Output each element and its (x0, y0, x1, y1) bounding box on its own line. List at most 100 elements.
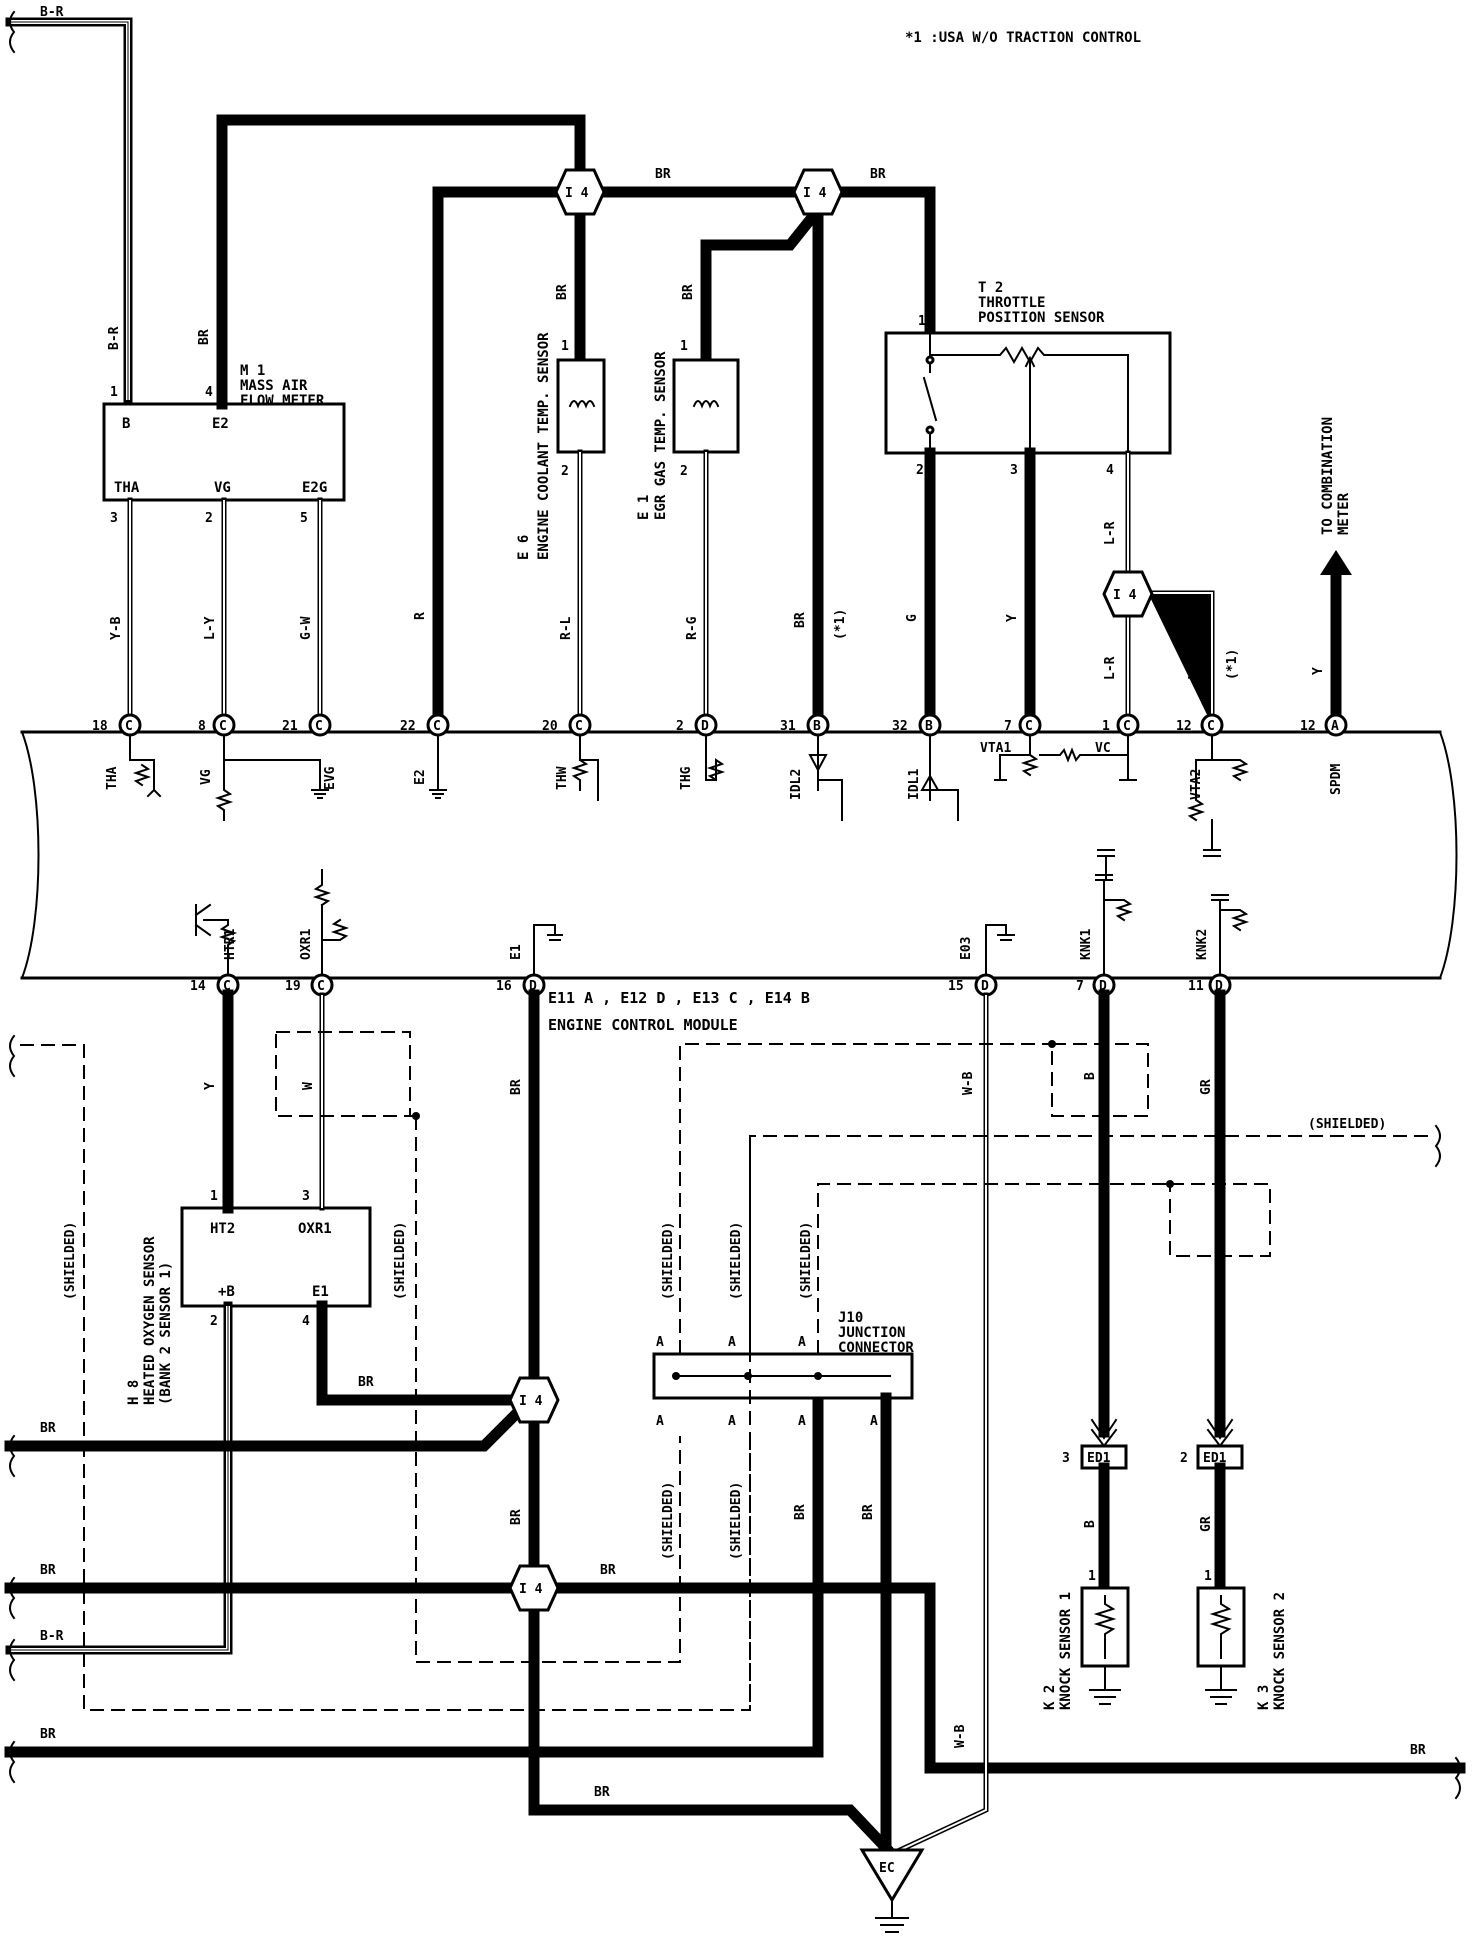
e6-coil-icon (568, 400, 596, 409)
throttle-position-sensor (884, 331, 1172, 455)
svg-text:GR: GR (1199, 1079, 1214, 1095)
svg-text:2: 2 (676, 719, 684, 734)
svg-text:JUNCTION: JUNCTION (838, 1325, 905, 1341)
svg-text:Y: Y (203, 1082, 218, 1090)
m1-pin-vg: VG (214, 480, 231, 496)
svg-text:THROTTLE: THROTTLE (978, 295, 1045, 311)
e1-coil-icon (692, 400, 720, 409)
svg-text:(BANK 2 SENSOR 1): (BANK 2 SENSOR 1) (158, 1262, 174, 1405)
svg-text:C: C (125, 719, 133, 734)
m1-pin-e2: E2 (212, 416, 229, 432)
svg-text:G-W: G-W (299, 616, 314, 640)
svg-text:C: C (433, 719, 441, 734)
svg-text:THW: THW (555, 766, 570, 790)
svg-text:Y: Y (1311, 667, 1326, 675)
svg-text:I 4: I 4 (519, 1394, 543, 1409)
svg-text:15: 15 (948, 979, 964, 994)
ec-ground-icon: EC (859, 1848, 925, 1933)
svg-text:1: 1 (1102, 719, 1110, 734)
svg-text:BR: BR (40, 1563, 56, 1578)
traction-control-note: *1 :USA W/O TRACTION CONTROL (905, 30, 1141, 46)
svg-text:Y-B: Y-B (109, 616, 124, 640)
svg-text:7: 7 (1076, 979, 1084, 994)
svg-text:D: D (529, 979, 537, 994)
br-wire-e1 (700, 186, 824, 366)
svg-text:12: 12 (1300, 719, 1316, 734)
svg-text:A: A (798, 1335, 806, 1350)
svg-text:J10: J10 (838, 1310, 863, 1326)
svg-text:HT2: HT2 (210, 1221, 235, 1237)
svg-text:C: C (315, 719, 323, 734)
svg-text:(SHIELDED): (SHIELDED) (799, 1222, 814, 1300)
svg-text:19: 19 (285, 979, 301, 994)
svg-text:I 4: I 4 (1113, 588, 1137, 603)
svg-text:E1: E1 (312, 1284, 329, 1300)
svg-text:G: G (905, 614, 920, 622)
svg-text:A: A (656, 1414, 664, 1429)
svg-text:R-G: R-G (685, 616, 700, 640)
ecm-name: ENGINE CONTROL MODULE (548, 1016, 738, 1034)
svg-text:L-R: L-R (1103, 656, 1118, 680)
svg-text:R-L: R-L (559, 616, 574, 640)
br-wire-m1-e2 (216, 114, 586, 410)
svg-text:POSITION SENSOR: POSITION SENSOR (978, 310, 1105, 326)
svg-text:W-B: W-B (961, 1071, 976, 1095)
e6-name: ENGINE COOLANT TEMP. SENSOR (536, 332, 552, 560)
svg-text:METER: METER (1336, 492, 1352, 535)
br-supply-wire-top (5, 17, 133, 405)
svg-text:20: 20 (542, 719, 558, 734)
svg-text:K 2: K 2 (1042, 1685, 1058, 1710)
svg-text:L-R: L-R (1187, 656, 1202, 680)
svg-text:H 8: H 8 (126, 1380, 142, 1405)
svg-text:EC: EC (879, 1861, 895, 1876)
svg-text:W: W (301, 1082, 316, 1090)
svg-text:VTA1: VTA1 (980, 741, 1011, 756)
wire-break-marks (9, 10, 1461, 1800)
svg-text:BR: BR (655, 167, 671, 182)
svg-text:ED1: ED1 (1203, 1451, 1227, 1466)
svg-text:E03: E03 (959, 937, 974, 960)
svg-text:1: 1 (1204, 1569, 1212, 1584)
svg-text:C: C (1123, 719, 1131, 734)
br-wire-left-3 (4, 1384, 824, 1758)
svg-text:A: A (656, 1335, 664, 1350)
arrow-up-icon (1320, 550, 1352, 575)
svg-text:D: D (981, 979, 989, 994)
svg-text:KNK2: KNK2 (1195, 929, 1210, 960)
svg-text:+B: +B (218, 1284, 235, 1300)
svg-text:E2: E2 (413, 769, 428, 785)
svg-text:B: B (925, 719, 933, 734)
br-label-top: B-R (40, 5, 64, 20)
svg-text:E 6: E 6 (516, 535, 532, 560)
svg-text:8: 8 (198, 719, 206, 734)
j10-pin-labels: A A A A A A A (656, 1335, 878, 1429)
svg-text:(SHIELDED): (SHIELDED) (661, 1222, 676, 1300)
svg-text:D: D (701, 719, 709, 734)
svg-text:1: 1 (1088, 1569, 1096, 1584)
br-wire-left-1 (4, 1408, 540, 1452)
svg-text:KNK1: KNK1 (1079, 929, 1094, 960)
svg-text:32: 32 (892, 719, 908, 734)
m1-pin-num-5: 5 (300, 511, 308, 526)
svg-text:2: 2 (916, 463, 924, 478)
m1-pin-e2g: E2G (302, 480, 327, 496)
engine-coolant-temp-sensor (556, 358, 606, 454)
svg-text:2: 2 (210, 1314, 218, 1329)
svg-text:R: R (413, 612, 428, 620)
svg-text:BR: BR (40, 1421, 56, 1436)
svg-text:K 3: K 3 (1256, 1685, 1272, 1710)
svg-text:(SHIELDED): (SHIELDED) (63, 1222, 78, 1300)
svg-text:OXR1: OXR1 (299, 929, 314, 960)
svg-text:A: A (728, 1335, 736, 1350)
svg-text:1: 1 (680, 339, 688, 354)
svg-text:(SHIELDED): (SHIELDED) (1308, 1117, 1386, 1132)
svg-text:D: D (1099, 979, 1107, 994)
egr-gas-temp-sensor (672, 358, 740, 454)
svg-text:OXR1: OXR1 (298, 1221, 332, 1237)
svg-text:B-R: B-R (40, 1629, 64, 1644)
svg-text:I 4: I 4 (803, 186, 827, 201)
svg-text:12: 12 (1176, 719, 1192, 734)
br-bus-top (574, 186, 936, 341)
svg-text:3: 3 (302, 1189, 310, 1204)
svg-text:IDL1: IDL1 (907, 769, 922, 800)
